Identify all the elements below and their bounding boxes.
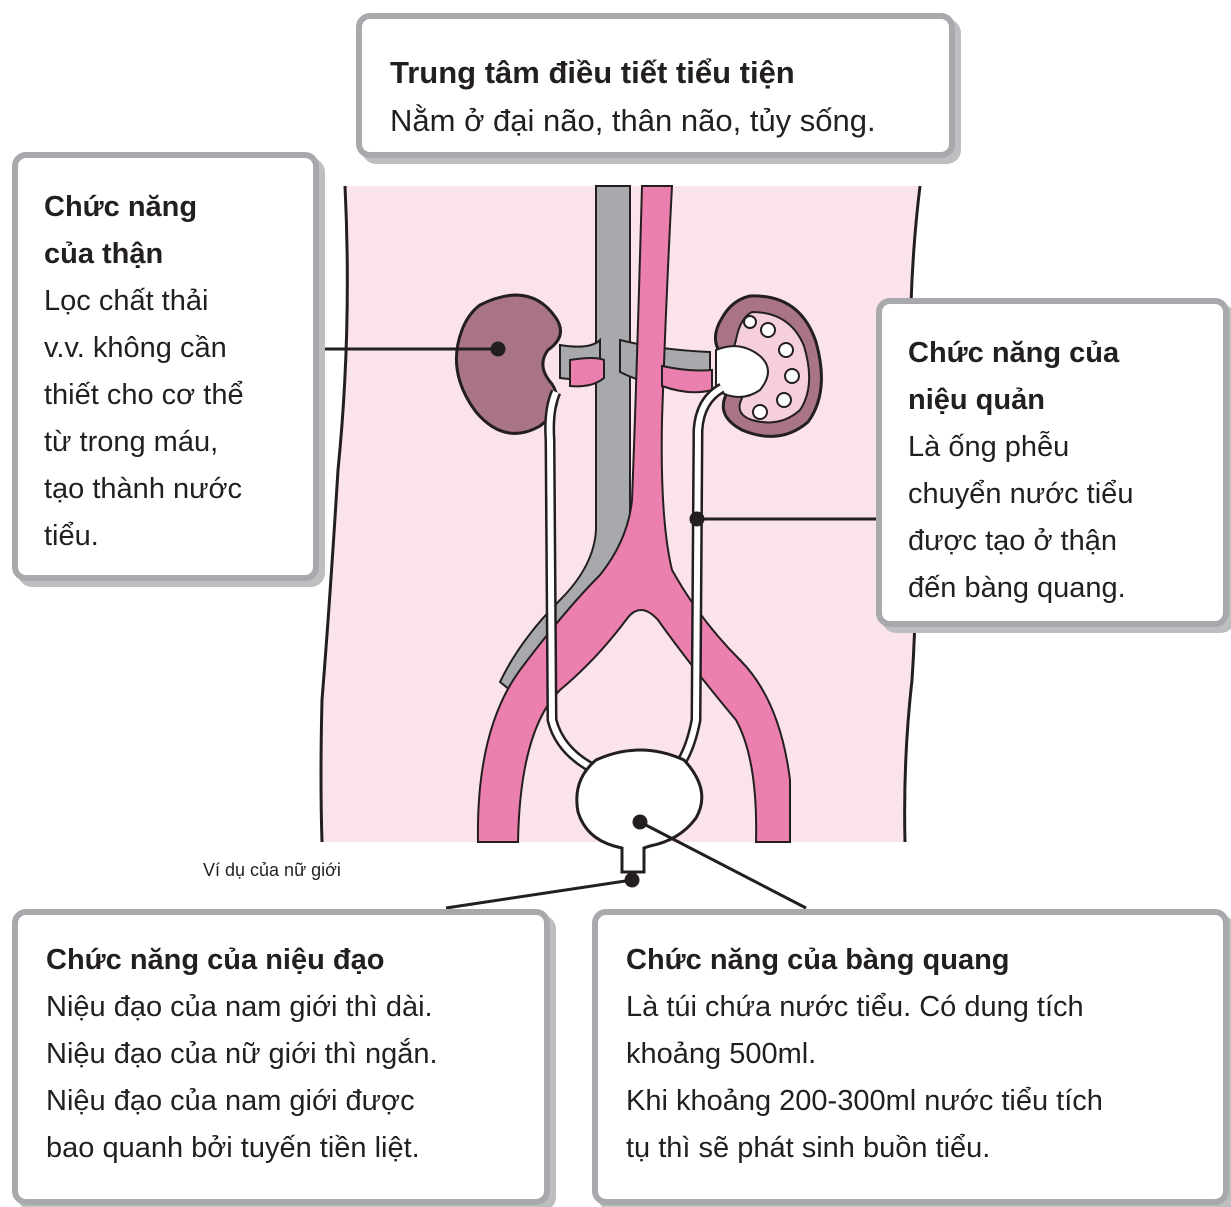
example-caption: Ví dụ của nữ giới bbox=[203, 860, 341, 881]
bladder-function-text: Là túi chứa nước tiểu. Có dung tích khoả… bbox=[626, 984, 1195, 1172]
urethra-leader-dot bbox=[626, 874, 638, 886]
urethra-function-box: Chức năng của niệu đạo Niệu đạo của nam … bbox=[12, 909, 550, 1205]
urethra-function-title: Chức năng của niệu đạo bbox=[46, 937, 516, 984]
kidney-function-box: Chức năng của thận Lọc chất thải v.v. kh… bbox=[12, 152, 319, 581]
micturition-center-box: Trung tâm điều tiết tiểu tiện Nằm ở đại … bbox=[356, 13, 955, 158]
micturition-center-text: Nằm ở đại não, thân não, tủy sống. bbox=[390, 97, 921, 145]
bladder-function-title: Chức năng của bàng quang bbox=[626, 937, 1195, 984]
kidney-function-text: Lọc chất thải v.v. không cần thiết cho c… bbox=[44, 278, 287, 560]
kidney-leader-dot bbox=[492, 343, 504, 355]
ureter-function-box: Chức năng của niệu quản Là ống phễu chuy… bbox=[876, 298, 1229, 627]
urethra-leader-line bbox=[446, 880, 632, 908]
kidney-function-title: Chức năng của thận bbox=[44, 184, 287, 278]
ureter-leader-dot bbox=[691, 513, 703, 525]
bladder-function-box: Chức năng của bàng quang Là túi chứa nướ… bbox=[592, 909, 1229, 1205]
urethra-function-text: Niệu đạo của nam giới thì dài. Niệu đạo … bbox=[46, 984, 516, 1172]
bladder-leader-dot bbox=[634, 816, 646, 828]
bladder bbox=[577, 750, 702, 872]
ureter-function-text: Là ống phễu chuyển nước tiểu được tạo ở … bbox=[908, 424, 1197, 612]
micturition-center-title: Trung tâm điều tiết tiểu tiện bbox=[390, 49, 921, 97]
ureter-function-title: Chức năng của niệu quản bbox=[908, 330, 1197, 424]
